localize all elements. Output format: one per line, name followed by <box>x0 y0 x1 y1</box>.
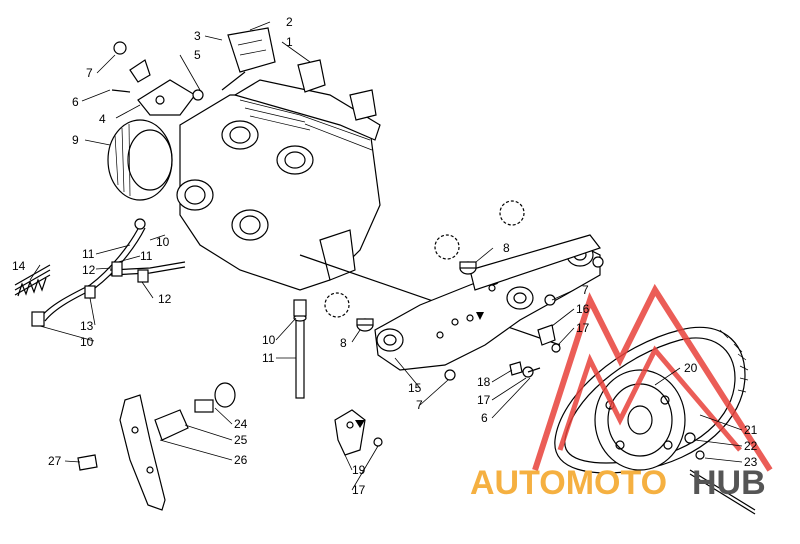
callout-25: 25 <box>234 433 248 447</box>
lower-bracket <box>77 382 236 511</box>
callout-8a: 8 <box>340 336 347 350</box>
callout-10c: 10 <box>262 333 276 347</box>
watermark-word-a: AUTOMOTO <box>470 464 667 502</box>
engine-assembly <box>176 59 561 346</box>
callout-26: 26 <box>234 453 248 467</box>
callout-6b: 6 <box>481 411 488 425</box>
callout-4: 4 <box>99 112 106 126</box>
spring <box>14 264 51 297</box>
callout-11a: 11 <box>82 247 95 261</box>
callout-17b: 17 <box>477 393 491 407</box>
callout-13: 13 <box>80 319 94 333</box>
callout-9: 9 <box>72 133 79 147</box>
callout-15: 15 <box>408 381 422 395</box>
callout-16: 16 <box>576 302 590 316</box>
nuts-and-bolts <box>444 256 604 381</box>
callout-5: 5 <box>194 48 201 62</box>
callout-10b: 10 <box>80 335 94 349</box>
callout-23: 23 <box>744 455 758 469</box>
drain-tube <box>293 299 307 399</box>
upper-bracket <box>111 41 204 116</box>
callout-1: 1 <box>286 35 293 49</box>
callout-2: 2 <box>286 15 293 29</box>
callout-7c: 7 <box>416 398 423 412</box>
callout-10a: 10 <box>156 235 170 249</box>
leader-lines <box>29 21 743 491</box>
callout-6a: 6 <box>72 95 79 109</box>
engine-mount-plate <box>374 234 601 371</box>
callout-21: 21 <box>744 423 758 437</box>
callout-7b: 7 <box>582 283 589 297</box>
starter-handle <box>221 27 276 91</box>
callout-17c: 17 <box>352 483 366 497</box>
watermark-logo <box>532 283 773 472</box>
spacers <box>356 261 477 332</box>
callout-12a: 12 <box>82 263 96 277</box>
drive-belt <box>554 326 749 474</box>
fuel-lines <box>31 218 186 327</box>
callout-7a: 7 <box>86 66 93 80</box>
small-bracket <box>334 409 383 456</box>
callout-11b: 11 <box>140 249 153 263</box>
callout-24: 24 <box>234 417 248 431</box>
callout-17a: 17 <box>576 321 590 335</box>
callout-11c: 11 <box>262 351 275 365</box>
watermark-word-b: HUB <box>692 464 766 502</box>
recoil-starter <box>107 119 173 201</box>
drive-clutch <box>594 369 756 515</box>
callout-22: 22 <box>744 439 758 453</box>
star-washers <box>324 200 525 318</box>
callout-8b: 8 <box>503 241 510 255</box>
callout-12b: 12 <box>158 292 172 306</box>
callout-20: 20 <box>684 361 698 375</box>
callout-3: 3 <box>194 29 201 43</box>
callout-14: 14 <box>12 259 26 273</box>
callout-19: 19 <box>352 463 366 477</box>
callout-18: 18 <box>477 375 491 389</box>
callout-labels: 1 2 3 4 5 6 7 9 10 11 12 11 12 13 10 14 … <box>12 15 758 497</box>
callout-27: 27 <box>48 454 62 468</box>
